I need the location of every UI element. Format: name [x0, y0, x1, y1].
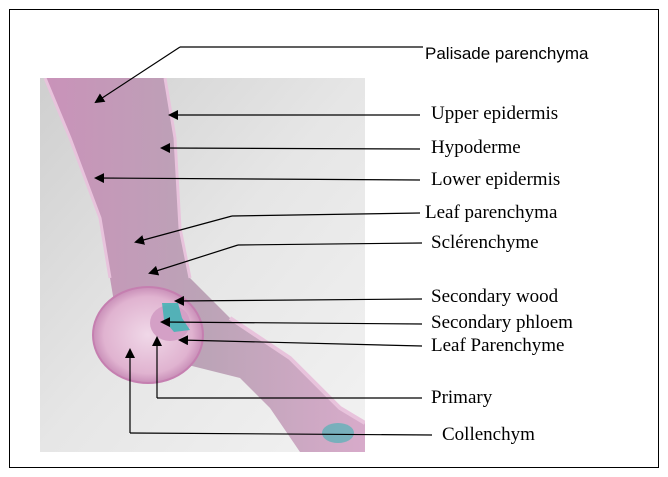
arrow-palisade: [96, 47, 180, 102]
leader-secondary-phloem: [162, 322, 422, 324]
leader-leaf-parenchyma: [232, 213, 420, 216]
leader-collenchym: [130, 433, 432, 435]
leader-hypoderme: [162, 148, 420, 149]
arrow-sclerenchyme: [150, 245, 238, 273]
leader-sclerenchyme: [238, 243, 422, 245]
leader-secondary-wood: [176, 299, 422, 301]
leader-leaf-parenchyme: [180, 340, 422, 346]
arrow-leaf-parenchyma: [136, 216, 232, 242]
leader-lower-epidermis: [96, 178, 420, 180]
